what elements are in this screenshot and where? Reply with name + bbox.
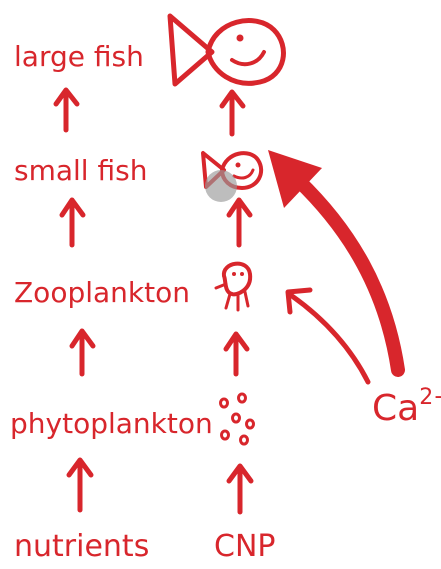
right-arrow-1	[222, 92, 243, 134]
right-arrow-3	[226, 334, 247, 374]
label-calcium-ion: Ca2+	[372, 385, 441, 429]
phytoplankton-icon	[221, 394, 254, 444]
left-arrow-3	[72, 331, 93, 374]
left-arrow-2	[62, 200, 83, 245]
label-phytoplankton: phytoplankton	[10, 407, 213, 440]
right-arrow-2	[229, 200, 250, 245]
left-arrow-1	[56, 90, 77, 130]
calcium-to-zooplankton-arrow	[288, 290, 368, 382]
label-nutrients: nutrients	[14, 529, 149, 564]
cursor-indicator	[205, 170, 237, 202]
label-zooplankton: Zooplankton	[14, 276, 190, 309]
large-fish-icon	[170, 16, 283, 84]
label-large-fish: large fish	[14, 40, 144, 73]
calcium-to-small-fish-arrow	[268, 150, 398, 370]
ion-base: Ca	[372, 388, 419, 429]
label-cnp: CNP	[214, 529, 275, 564]
ion-superscript: 2+	[419, 385, 441, 410]
left-arrow-4	[69, 460, 91, 510]
label-small-fish: small fish	[14, 154, 147, 187]
right-arrow-4	[229, 466, 251, 512]
zooplankton-icon	[216, 264, 250, 310]
